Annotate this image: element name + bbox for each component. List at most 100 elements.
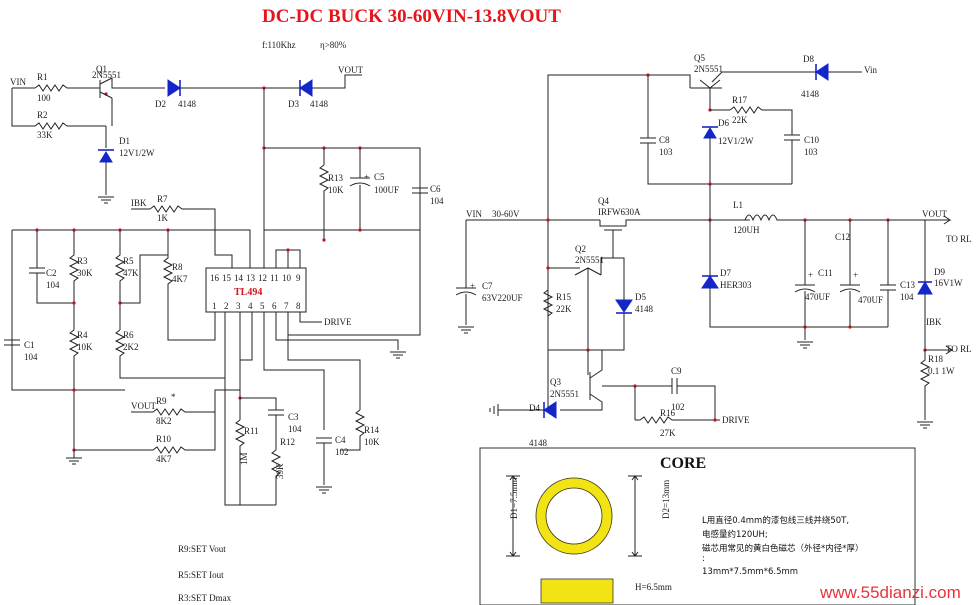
c5-label: C5 (374, 172, 385, 182)
q4-value: IRFW630A (598, 207, 641, 217)
r14-value: 10K (364, 437, 380, 447)
r6-label: R6 (123, 330, 134, 340)
eff-spec: η>80% (320, 40, 347, 50)
ibk-left-label: IBK (131, 198, 147, 208)
r18-label: R18 (928, 354, 944, 364)
r3-label: R3 (77, 256, 88, 266)
d8-label: D8 (803, 54, 814, 64)
d7-value: HER303 (720, 280, 752, 290)
r12-resistor (270, 449, 282, 505)
c6-value: 104 (430, 196, 444, 206)
core-note-5: 13mm*7.5mm*6.5mm (702, 567, 798, 577)
d1-label: D1 (119, 136, 130, 146)
d2-value: 4148 (178, 99, 197, 109)
ic-pin3: 3 (236, 301, 241, 311)
r15-value: 22K (556, 304, 572, 314)
vout-mid-label: VOUT (131, 401, 156, 411)
d5-value: 4148 (635, 304, 654, 314)
c13-value: 104 (900, 292, 914, 302)
r5-resistor (114, 230, 126, 330)
r4-label: R4 (77, 330, 88, 340)
d4-value: 4148 (529, 438, 548, 448)
r2-resistor (20, 122, 106, 130)
d5-diode (615, 299, 633, 313)
r14-label: R14 (364, 425, 380, 435)
vout-main-label: VOUT (922, 209, 947, 219)
r13-value: 10K (328, 185, 344, 195)
r12-value: 39K (275, 463, 285, 479)
r13-label: R13 (328, 173, 344, 183)
d3-label: D3 (288, 99, 299, 109)
r17-value: 22K (732, 115, 748, 125)
r1-label: R1 (37, 72, 48, 82)
q3-value: 2N5551 (550, 389, 579, 399)
c8-value: 103 (659, 147, 673, 157)
d9-label: D9 (934, 267, 945, 277)
r7-label: R7 (157, 194, 168, 204)
r2-label: R2 (37, 110, 48, 120)
r8-value: 4K7 (172, 274, 188, 284)
l1-value: 120UH (733, 225, 760, 235)
core-note-1: L用直径0.4mm的漆包线三线并绕50T, (702, 515, 849, 526)
vout-top-label: VOUT (338, 65, 363, 75)
r11-label: R11 (244, 426, 259, 436)
r8-label: R8 (172, 262, 183, 272)
d8-value: 4148 (801, 89, 820, 99)
d4-label: D4 (529, 403, 540, 413)
c11-plus: + (808, 270, 813, 280)
ic-pin15: 15 (222, 273, 232, 283)
c1-label: C1 (24, 340, 35, 350)
q4-label: Q4 (598, 196, 609, 206)
core-d1: D1=7.5mm (509, 478, 519, 519)
watermark: www.55dianzi.com (819, 583, 961, 602)
d9-zener (917, 281, 933, 295)
c12-value: 470UF (858, 295, 883, 305)
c3-value: 104 (288, 424, 302, 434)
c8-label: C8 (659, 135, 670, 145)
r18-resistor (919, 350, 931, 420)
core-box (479, 447, 916, 605)
vin-main-label: VIN (466, 209, 482, 219)
freq-spec: f:110Khz (262, 40, 296, 50)
d3-value: 4148 (310, 99, 329, 109)
r3-value: 30K (77, 268, 93, 278)
q1-value: 2N5551 (92, 70, 121, 80)
core-side-view (540, 578, 614, 604)
r6-value: 2K2 (123, 342, 139, 352)
ic-pin4: 4 (248, 301, 253, 311)
note-r9: R9:SET Vout (178, 544, 226, 554)
c2-value: 104 (46, 280, 60, 290)
c6-label: C6 (430, 184, 441, 194)
r1-resistor (34, 84, 90, 92)
tl494-chip (205, 267, 307, 313)
core-title: CORE (660, 455, 706, 472)
d7-label: D7 (720, 268, 731, 278)
r17-label: R17 (732, 95, 748, 105)
r15-resistor (542, 289, 554, 350)
q1-label: Q1 (96, 64, 107, 74)
r3-resistor (68, 230, 80, 330)
r8-resistor (162, 230, 216, 341)
d2-diode (167, 79, 181, 97)
c5-plus: + (364, 172, 369, 182)
d8-diode (815, 63, 829, 81)
d5-label: D5 (635, 292, 646, 302)
c11-value: 470UF (805, 292, 830, 302)
c7-value: 63V220UF (482, 293, 523, 303)
core-note-4: : (702, 554, 705, 564)
c1-value: 104 (24, 352, 38, 362)
r10-value: 4K7 (156, 454, 172, 464)
ic-pin10: 10 (282, 273, 292, 283)
q5-label: Q5 (694, 53, 705, 63)
vin-main-value: 30-60V (492, 209, 520, 219)
r16-value: 27K (660, 428, 676, 438)
ic-pin1: 1 (212, 301, 217, 311)
l1-label: L1 (733, 200, 743, 210)
r18-value: 0.1 1W (928, 366, 955, 376)
l1-inductor (744, 214, 920, 222)
ic-pin12: 12 (258, 273, 267, 283)
c12-label: C12 (835, 232, 850, 242)
r10-resistor (214, 312, 241, 412)
toroid-core (535, 477, 613, 555)
r5-value: 47K (123, 268, 139, 278)
